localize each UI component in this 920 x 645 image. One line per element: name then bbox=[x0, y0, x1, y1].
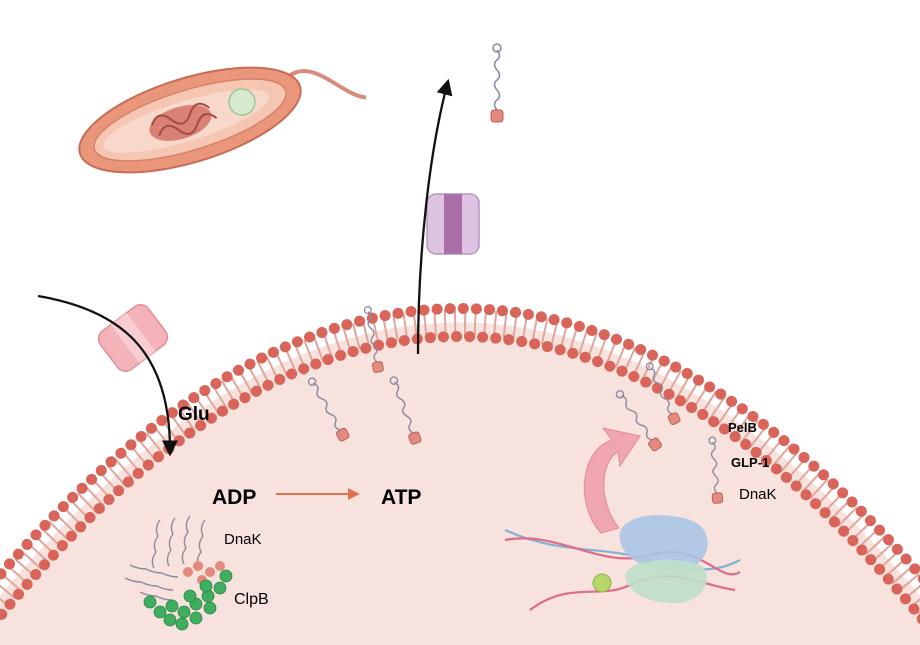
glucose-import-arrow bbox=[37, 294, 179, 457]
membrane-tails bbox=[0, 309, 920, 616]
clpb-label: ClpB bbox=[234, 591, 269, 608]
membrane-channel-icon bbox=[426, 193, 480, 255]
glp1-label: GLP-1 bbox=[731, 455, 770, 470]
dnak-label-left: DnaK bbox=[224, 531, 262, 548]
pelb-label: PelB bbox=[728, 420, 757, 435]
cytoplasm bbox=[0, 322, 920, 645]
polymerase-dot bbox=[592, 573, 612, 593]
glu-label: Glu bbox=[178, 404, 210, 425]
ribosome-icon bbox=[504, 515, 741, 611]
bacterium-icon bbox=[78, 66, 367, 174]
ribosome-large-subunit bbox=[619, 515, 708, 571]
protein-icon bbox=[490, 43, 504, 123]
protein-export-arrow bbox=[416, 78, 453, 355]
chaperone-cluster-icon bbox=[124, 515, 233, 631]
translation-arrow bbox=[583, 427, 641, 534]
membrane-outer-heads bbox=[0, 303, 920, 584]
ribosome-small-subunit bbox=[625, 559, 708, 604]
adp-label: ADP bbox=[212, 486, 257, 509]
atp-label: ATP bbox=[381, 486, 422, 509]
dnak-label-right: DnaK bbox=[739, 486, 777, 503]
membrane-inner-heads bbox=[0, 331, 920, 626]
